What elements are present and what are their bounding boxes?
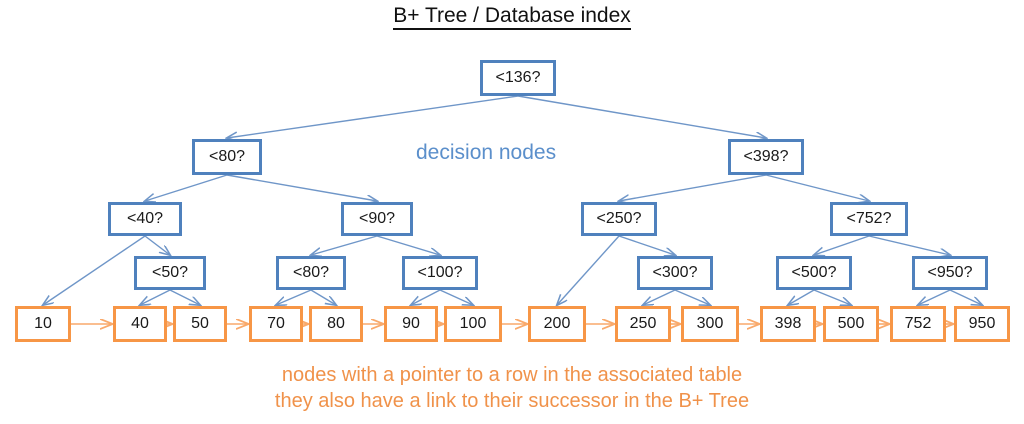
decision-node-n398[interactable]: <398?: [728, 139, 804, 175]
leaf-node-label: 50: [191, 315, 209, 332]
decision-node-n250[interactable]: <250?: [581, 202, 657, 236]
decision-node-label: <250?: [596, 210, 642, 227]
decision-edge-n40-to-l10: [43, 235, 146, 305]
decision-edge-n90-to-n80b: [311, 235, 378, 255]
decision-node-label: <950?: [927, 264, 973, 281]
decision-node-n90[interactable]: <90?: [341, 202, 413, 236]
leaf-node-label: 40: [131, 315, 149, 332]
leaf-node-l752[interactable]: 752: [890, 306, 946, 342]
leaf-node-label: 10: [34, 315, 52, 332]
leaf-node-label: 90: [402, 315, 420, 332]
decision-node-n136[interactable]: <136?: [480, 60, 556, 96]
decision-edge-n950-to-l950: [949, 289, 982, 305]
leaf-node-label: 200: [543, 315, 571, 332]
leaf-node-label: 398: [774, 315, 802, 332]
decision-edge-n300-to-l250: [643, 289, 676, 305]
decision-edge-n500-to-l500: [813, 289, 851, 305]
leaf-node-label: 500: [837, 315, 865, 332]
decision-edge-n950-to-l752: [918, 289, 951, 305]
caption-line-1: nodes with a pointer to a row in the ass…: [281, 364, 743, 386]
leaf-node-label: 250: [629, 315, 657, 332]
leaf-node-label: 70: [267, 315, 285, 332]
decision-edge-n398-to-n752: [765, 174, 869, 201]
decision-edge-n80b-to-l80: [310, 289, 336, 305]
decision-node-label: <300?: [652, 264, 698, 281]
decision-edge-n80-to-n40: [145, 174, 228, 201]
decision-edge-n500-to-l398: [788, 289, 815, 305]
page-title-text: B+ Tree / Database index: [393, 4, 631, 30]
decision-edge-n50-to-l40: [140, 289, 171, 305]
decision-node-n500[interactable]: <500?: [776, 256, 852, 290]
decision-node-n40[interactable]: <40?: [108, 202, 182, 236]
decision-edge-n136-to-n398: [517, 95, 766, 138]
decision-nodes-annotation: decision nodes: [416, 141, 557, 164]
leaf-node-l300[interactable]: 300: [681, 306, 739, 342]
decision-node-label: <398?: [743, 148, 789, 165]
leaf-node-l90[interactable]: 90: [384, 306, 438, 342]
decision-edge-n752-to-n950: [868, 235, 950, 255]
decision-edge-n136-to-n80: [227, 95, 519, 138]
decision-node-n300[interactable]: <300?: [637, 256, 713, 290]
page-title: B+ Tree / Database index: [0, 4, 1024, 30]
decision-edge-n250-to-n300: [618, 235, 675, 255]
leaf-node-l500[interactable]: 500: [823, 306, 879, 342]
decision-node-label: <100?: [417, 264, 463, 281]
leaf-nodes-caption: nodes with a pointer to a row in the ass…: [0, 362, 1024, 414]
leaf-node-l200[interactable]: 200: [528, 306, 586, 342]
decision-edge-n752-to-n500: [814, 235, 870, 255]
caption-line-2: they also have a link to their successor…: [274, 390, 750, 412]
leaf-node-label: 300: [696, 315, 724, 332]
decision-edge-n90-to-n100: [376, 235, 440, 255]
leaf-node-l100[interactable]: 100: [444, 306, 502, 342]
decision-node-label: <80?: [292, 264, 330, 281]
leaf-node-label: 80: [327, 315, 345, 332]
decision-edge-n398-to-n250: [619, 174, 767, 201]
leaf-node-l50[interactable]: 50: [173, 306, 227, 342]
leaf-node-label: 950: [968, 315, 996, 332]
decision-node-n100[interactable]: <100?: [402, 256, 478, 290]
decision-node-n80[interactable]: <80?: [192, 139, 262, 175]
decision-node-n950[interactable]: <950?: [912, 256, 988, 290]
decision-edge-n300-to-l300: [674, 289, 710, 305]
leaf-node-l10[interactable]: 10: [15, 306, 71, 342]
leaf-node-l398[interactable]: 398: [760, 306, 816, 342]
decision-node-label: <80?: [208, 148, 246, 165]
decision-node-label: <90?: [358, 210, 396, 227]
decision-node-n80b[interactable]: <80?: [276, 256, 346, 290]
leaf-node-label: 752: [904, 315, 932, 332]
decision-node-label: <50?: [151, 264, 189, 281]
leaf-node-l70[interactable]: 70: [249, 306, 303, 342]
decision-node-n50[interactable]: <50?: [134, 256, 206, 290]
decision-node-label: <136?: [495, 69, 541, 86]
decision-edge-n80-to-n90: [226, 174, 377, 201]
decision-edge-n250-to-l200: [557, 235, 620, 305]
decision-node-n752[interactable]: <752?: [830, 202, 908, 236]
leaf-node-l250[interactable]: 250: [615, 306, 671, 342]
leaf-node-l80[interactable]: 80: [309, 306, 363, 342]
leaf-node-label: 100: [459, 315, 487, 332]
leaf-node-l950[interactable]: 950: [954, 306, 1010, 342]
decision-node-label: <752?: [846, 210, 892, 227]
decision-edge-n100-to-l90: [411, 289, 441, 305]
decision-edge-n40-to-n50: [144, 235, 170, 255]
decision-node-label: <40?: [126, 210, 164, 227]
decision-edge-n100-to-l100: [439, 289, 473, 305]
leaf-node-l40[interactable]: 40: [113, 306, 167, 342]
decision-node-label: <500?: [791, 264, 837, 281]
decision-edge-n80b-to-l70: [276, 289, 312, 305]
decision-edge-n50-to-l50: [169, 289, 200, 305]
